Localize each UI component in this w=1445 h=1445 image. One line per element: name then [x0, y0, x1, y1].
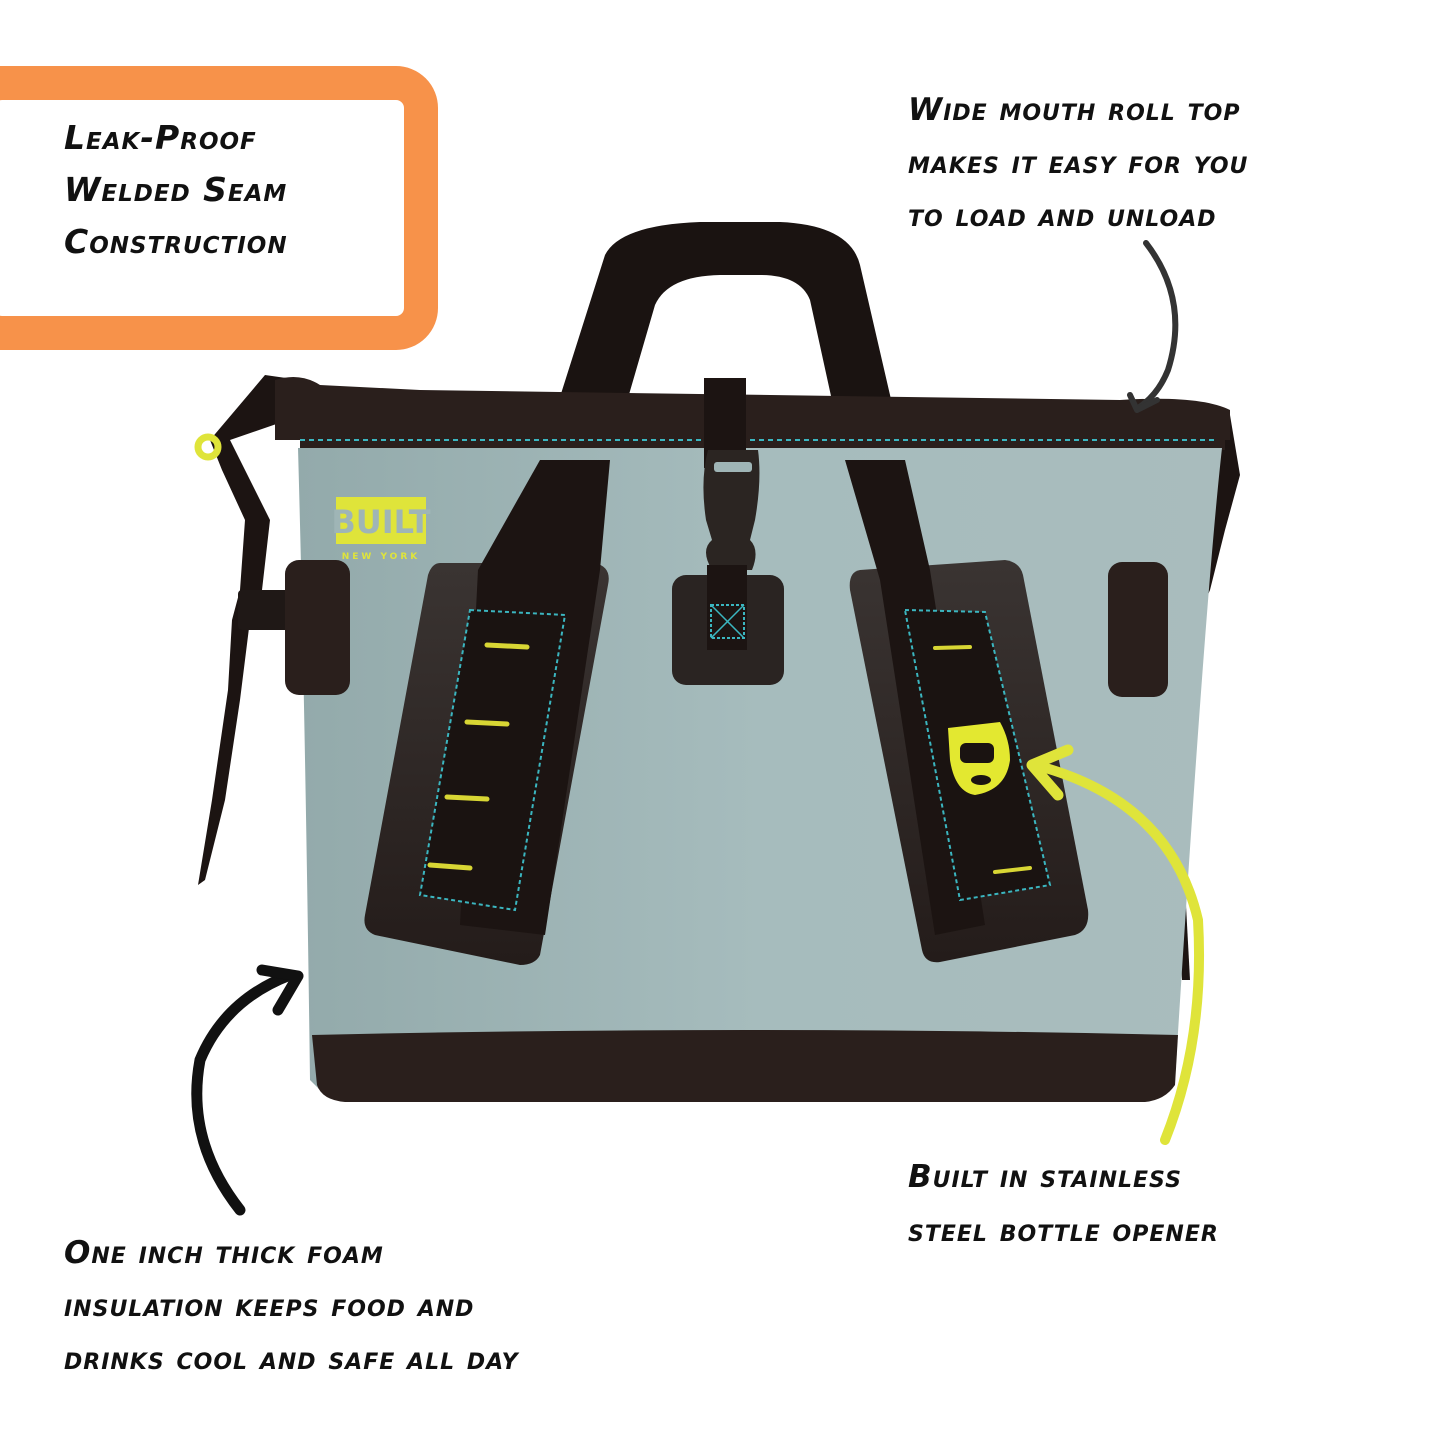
- callout-line: to load and unload: [908, 198, 1217, 234]
- bag-bottom-trim: [312, 1030, 1178, 1102]
- foam-arrow-icon: [191, 964, 304, 1216]
- callout-line: steel bottle opener: [908, 1213, 1219, 1249]
- bottle-opener-callout-text: Built in stainless steel bottle opener: [908, 1150, 1219, 1258]
- callout-line: Leak-Proof: [64, 118, 257, 157]
- svg-text:BUILT: BUILT: [331, 503, 430, 541]
- svg-text:NEW YORK: NEW YORK: [342, 552, 421, 562]
- leak-proof-callout-text: Leak-Proof Welded Seam Construction: [64, 112, 288, 268]
- callout-line: insulation keeps food and: [64, 1288, 475, 1324]
- top-handle: [540, 222, 905, 460]
- right-side-patch: [1108, 562, 1168, 697]
- callout-line: Built in stainless: [908, 1159, 1182, 1195]
- bottle-opener-arrow-icon: [1026, 744, 1205, 1145]
- left-side-strap: [194, 375, 300, 885]
- right-strap-panel: [845, 460, 1089, 963]
- callout-line: Wide mouth roll top: [908, 92, 1241, 128]
- left-side-patch: [285, 560, 350, 695]
- callout-line: Construction: [64, 222, 288, 261]
- foam-callout-text: One inch thick foam insulation keeps foo…: [64, 1227, 519, 1386]
- callout-line: drinks cool and safe all day: [64, 1341, 519, 1377]
- bottle-opener: [948, 722, 1010, 795]
- callout-line: One inch thick foam: [64, 1235, 384, 1271]
- roll-top-callout-text: Wide mouth roll top makes it easy for yo…: [908, 84, 1248, 243]
- leak-proof-callout-box: [0, 66, 438, 350]
- center-buckle: [672, 378, 784, 685]
- brand-logo: BUILT NEW YORK: [331, 497, 431, 562]
- callout-line: makes it easy for you: [908, 145, 1249, 181]
- left-strap-panel: [364, 460, 610, 965]
- roll-top-arrow-icon: [1127, 240, 1179, 413]
- callout-line: Welded Seam: [64, 170, 288, 209]
